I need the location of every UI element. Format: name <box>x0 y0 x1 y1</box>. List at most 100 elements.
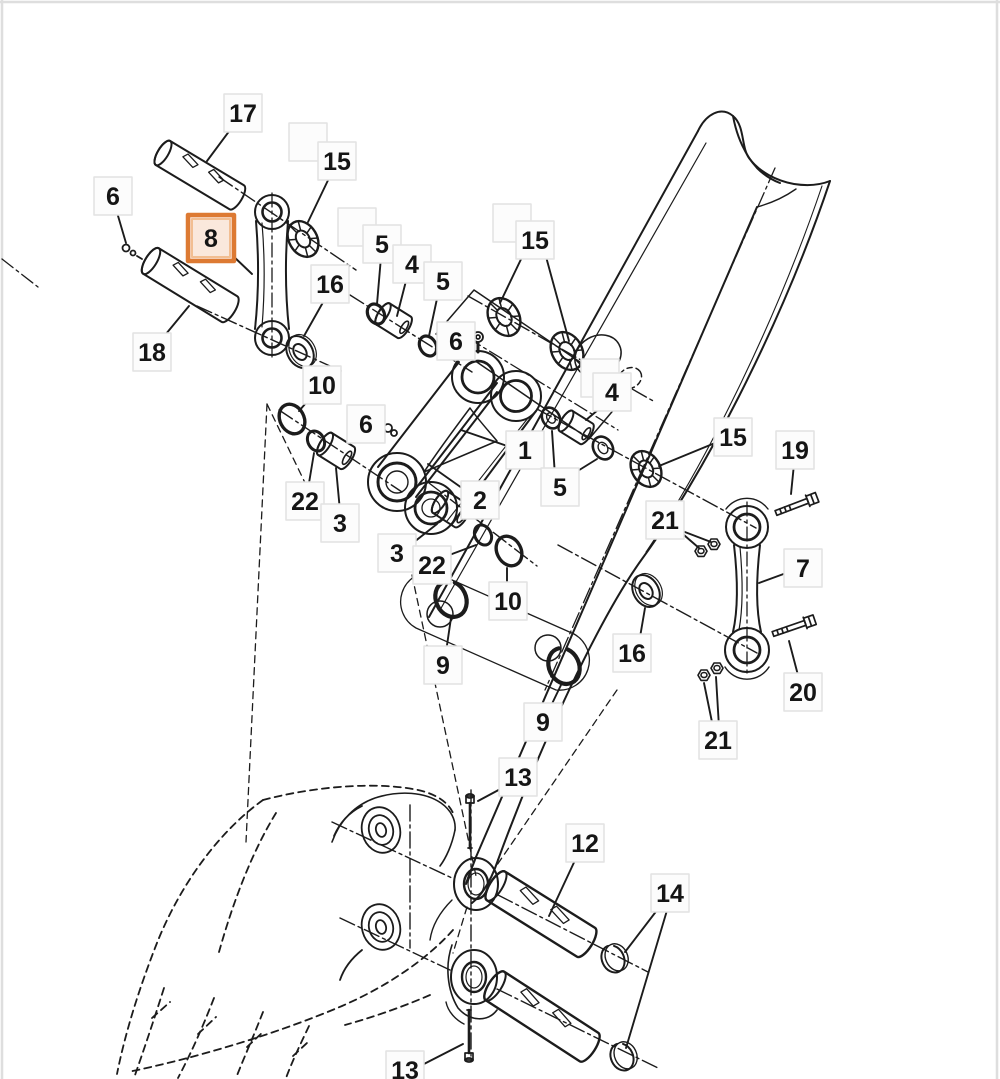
callout-19-23[interactable]: 19 <box>775 430 815 495</box>
callout-21-24[interactable]: 21 <box>645 500 712 549</box>
callout-box <box>423 645 463 685</box>
callout-16-26[interactable]: 16 <box>612 607 652 673</box>
seal-5c-left <box>540 406 562 430</box>
callout-number: 14 <box>656 880 684 908</box>
callout-6-10[interactable]: 6 <box>436 321 476 361</box>
assembly-axes <box>196 176 758 1069</box>
bushing-4a <box>374 302 413 340</box>
callout-number: 10 <box>308 372 336 400</box>
callout-5-20[interactable]: 5 <box>540 430 598 507</box>
callout-5-6[interactable]: 5 <box>362 224 402 305</box>
pin-17 <box>153 139 247 211</box>
bolt-13a <box>465 793 475 850</box>
callout-number: 21 <box>704 727 732 755</box>
callout-number: 21 <box>651 507 679 535</box>
callout-number: 5 <box>436 268 450 296</box>
callout-13-34[interactable]: 13 <box>385 1043 464 1079</box>
thrust-washer-15a <box>286 219 320 259</box>
callout-box <box>362 224 402 264</box>
callout-number: 22 <box>291 488 319 516</box>
leader-line <box>307 173 332 223</box>
callout-6-1[interactable]: 6 <box>93 176 133 244</box>
callout-box <box>385 1050 425 1079</box>
callout-16-5[interactable]: 16 <box>303 264 350 337</box>
callout-14-33[interactable]: 14 <box>624 873 690 1049</box>
callout-8-2[interactable]: 8 <box>185 212 253 275</box>
bolt-13b <box>464 1008 474 1063</box>
callout-3-17[interactable]: 3 <box>377 523 438 573</box>
callout-number: 15 <box>521 227 549 255</box>
callout-15-22[interactable]: 15 <box>658 417 753 467</box>
thrust-washer-15d <box>629 449 663 489</box>
callout-number: 5 <box>553 474 567 502</box>
leader-line <box>658 442 716 467</box>
callout-number: 4 <box>405 251 419 279</box>
callout-6-13[interactable]: 6 <box>346 404 386 444</box>
callout-number: 9 <box>436 652 450 680</box>
callout-number: 2 <box>473 487 487 515</box>
leader-line <box>428 293 439 337</box>
bushing-4b <box>557 409 595 446</box>
callout-box <box>783 672 823 712</box>
callout-13-31[interactable]: 13 <box>477 757 538 802</box>
callout-10-14[interactable]: 10 <box>298 365 342 412</box>
pin-18 <box>140 246 240 324</box>
callout-9-28[interactable]: 9 <box>523 684 563 742</box>
callout-box <box>93 176 133 216</box>
callout-box <box>285 481 325 521</box>
leader-line <box>703 682 714 728</box>
callout-box <box>310 264 350 304</box>
callout-4-21[interactable]: 4 <box>585 372 632 421</box>
callout-number: 6 <box>359 411 373 439</box>
callout-15-9[interactable]: 15 <box>499 220 570 342</box>
callout-2-12[interactable]: 2 <box>427 463 500 520</box>
seal-15c <box>549 330 585 372</box>
callout-21-30[interactable]: 21 <box>698 676 738 760</box>
callout-5-8[interactable]: 5 <box>423 261 463 337</box>
callout-box <box>775 430 815 470</box>
callout-box <box>223 93 263 133</box>
grease-fitting-6-top <box>121 243 143 260</box>
callout-18-3[interactable]: 18 <box>132 305 190 372</box>
callout-9-27[interactable]: 9 <box>423 617 463 685</box>
leader-line <box>460 429 511 448</box>
callout-box <box>592 372 632 412</box>
leader-line <box>625 906 669 1049</box>
callout-number: 13 <box>504 764 532 792</box>
highlight-box-inner <box>191 218 231 258</box>
callout-box <box>783 548 823 588</box>
callout-number: 4 <box>605 379 619 407</box>
callout-10-19[interactable]: 10 <box>488 567 528 621</box>
leader-line <box>715 676 720 728</box>
callout-number: 17 <box>229 100 257 128</box>
callout-box <box>488 581 528 621</box>
callout-15-4[interactable]: 15 <box>307 141 357 223</box>
seal-22b <box>472 523 494 547</box>
projection-lines <box>1 258 618 954</box>
callout-12-32[interactable]: 12 <box>548 823 605 917</box>
bucket <box>116 784 454 1079</box>
callout-7-25[interactable]: 7 <box>758 548 823 588</box>
leader-line <box>624 904 662 953</box>
link-7 <box>724 497 770 680</box>
callout-number: 1 <box>518 437 532 465</box>
callout-1-11[interactable]: 1 <box>460 429 545 470</box>
callout-number: 15 <box>719 424 747 452</box>
callout-box <box>132 332 172 372</box>
leader-line <box>499 252 525 304</box>
callout-box <box>505 430 545 470</box>
callout-17-0[interactable]: 17 <box>206 93 263 162</box>
callout-22-15[interactable]: 22 <box>285 452 325 521</box>
bushing-3a <box>315 431 357 471</box>
callout-22-18[interactable]: 22 <box>412 544 477 585</box>
callout-box <box>565 823 605 863</box>
callout-3-16[interactable]: 3 <box>320 467 360 543</box>
callout-number: 10 <box>494 588 522 616</box>
callout-20-29[interactable]: 20 <box>783 640 823 712</box>
callout-box <box>377 533 417 573</box>
callout-box <box>436 321 476 361</box>
callout-number: 20 <box>789 679 817 707</box>
